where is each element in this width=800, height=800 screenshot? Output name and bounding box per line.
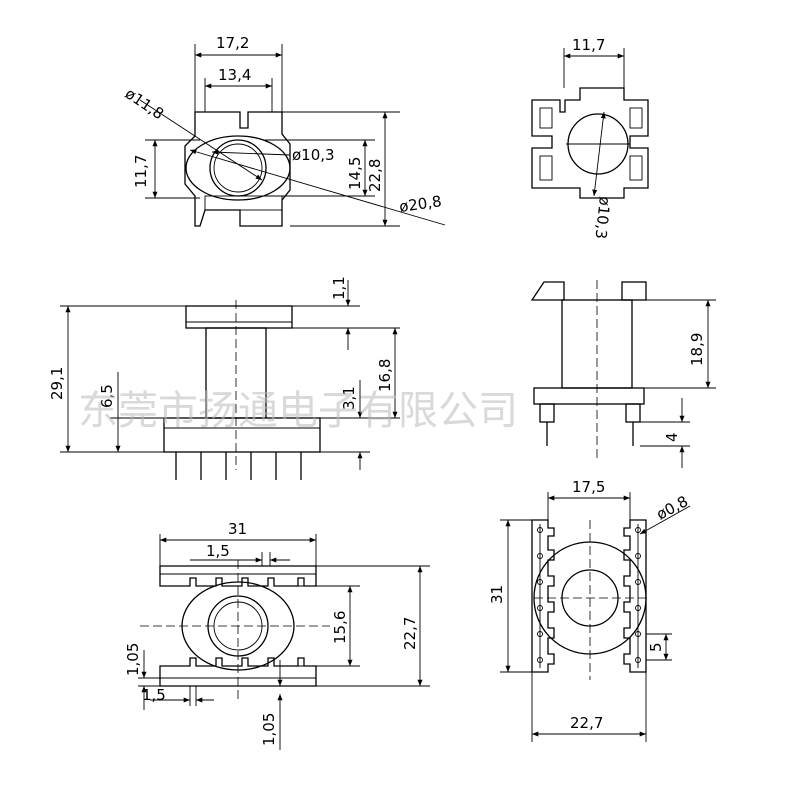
dim-22-8: 22,8 — [366, 159, 384, 192]
bottom-left-view: 31 1,5 15,6 22,7 1,05 1,5 1,05 — [124, 520, 430, 750]
bottom-right-view: 17,5 ø0,8 31 5 22,7 — [488, 478, 691, 742]
dim-1-05-left: 1,05 — [124, 643, 142, 676]
dim-15-6: 15,6 — [331, 611, 349, 644]
dim-22-7-right: 22,7 — [570, 714, 603, 732]
dim-17-5: 17,5 — [572, 478, 605, 496]
dim-1-1: 1,1 — [330, 276, 348, 300]
dim-11-7-right: 11,7 — [572, 36, 605, 54]
dim-18-9: 18,9 — [688, 333, 706, 366]
company-watermark: 东莞市扬通电子有限公司 — [78, 388, 518, 434]
dim-pitch-1-5: 1,5 — [206, 542, 230, 560]
dim-dia-10-3-right: ø10,3 — [592, 196, 614, 240]
dim-3-1: 3,1 — [340, 386, 358, 410]
dim-dia-0-8: ø0,8 — [653, 492, 691, 523]
dim-31-right: 31 — [488, 585, 506, 604]
dim-29-1: 29,1 — [48, 367, 66, 400]
dim-4: 4 — [663, 432, 681, 442]
dim-dia-20-8: ø20,8 — [398, 192, 443, 216]
dim-dia-10-3: ø10,3 — [292, 146, 335, 164]
dim-1-5-bottom: 1,5 — [142, 686, 166, 704]
dim-dia-11-8: ø11,8 — [122, 84, 167, 123]
top-left-view: 17,2 13,4 ø11,8 ø10,3 ø20,8 11,7 14,5 22… — [122, 34, 446, 227]
dim-11-7: 11,7 — [132, 155, 150, 188]
dim-31-bottom: 31 — [228, 520, 247, 538]
dim-1-05-bottom: 1,05 — [260, 713, 278, 746]
dim-5: 5 — [647, 642, 665, 652]
dim-22-7-left: 22,7 — [401, 617, 419, 650]
dim-14-5: 14,5 — [346, 157, 364, 190]
dim-13-4: 13,4 — [218, 66, 251, 84]
dim-16-8: 16,8 — [376, 359, 394, 392]
mid-left-view: 29,1 6,5 1,1 16,8 3,1 — [48, 276, 400, 480]
dim-6-5: 6,5 — [98, 384, 116, 408]
top-right-view: 11,7 ø10,3 — [531, 36, 649, 240]
dim-17-2: 17,2 — [216, 34, 249, 52]
mid-right-view: 18,9 4 — [530, 280, 716, 468]
